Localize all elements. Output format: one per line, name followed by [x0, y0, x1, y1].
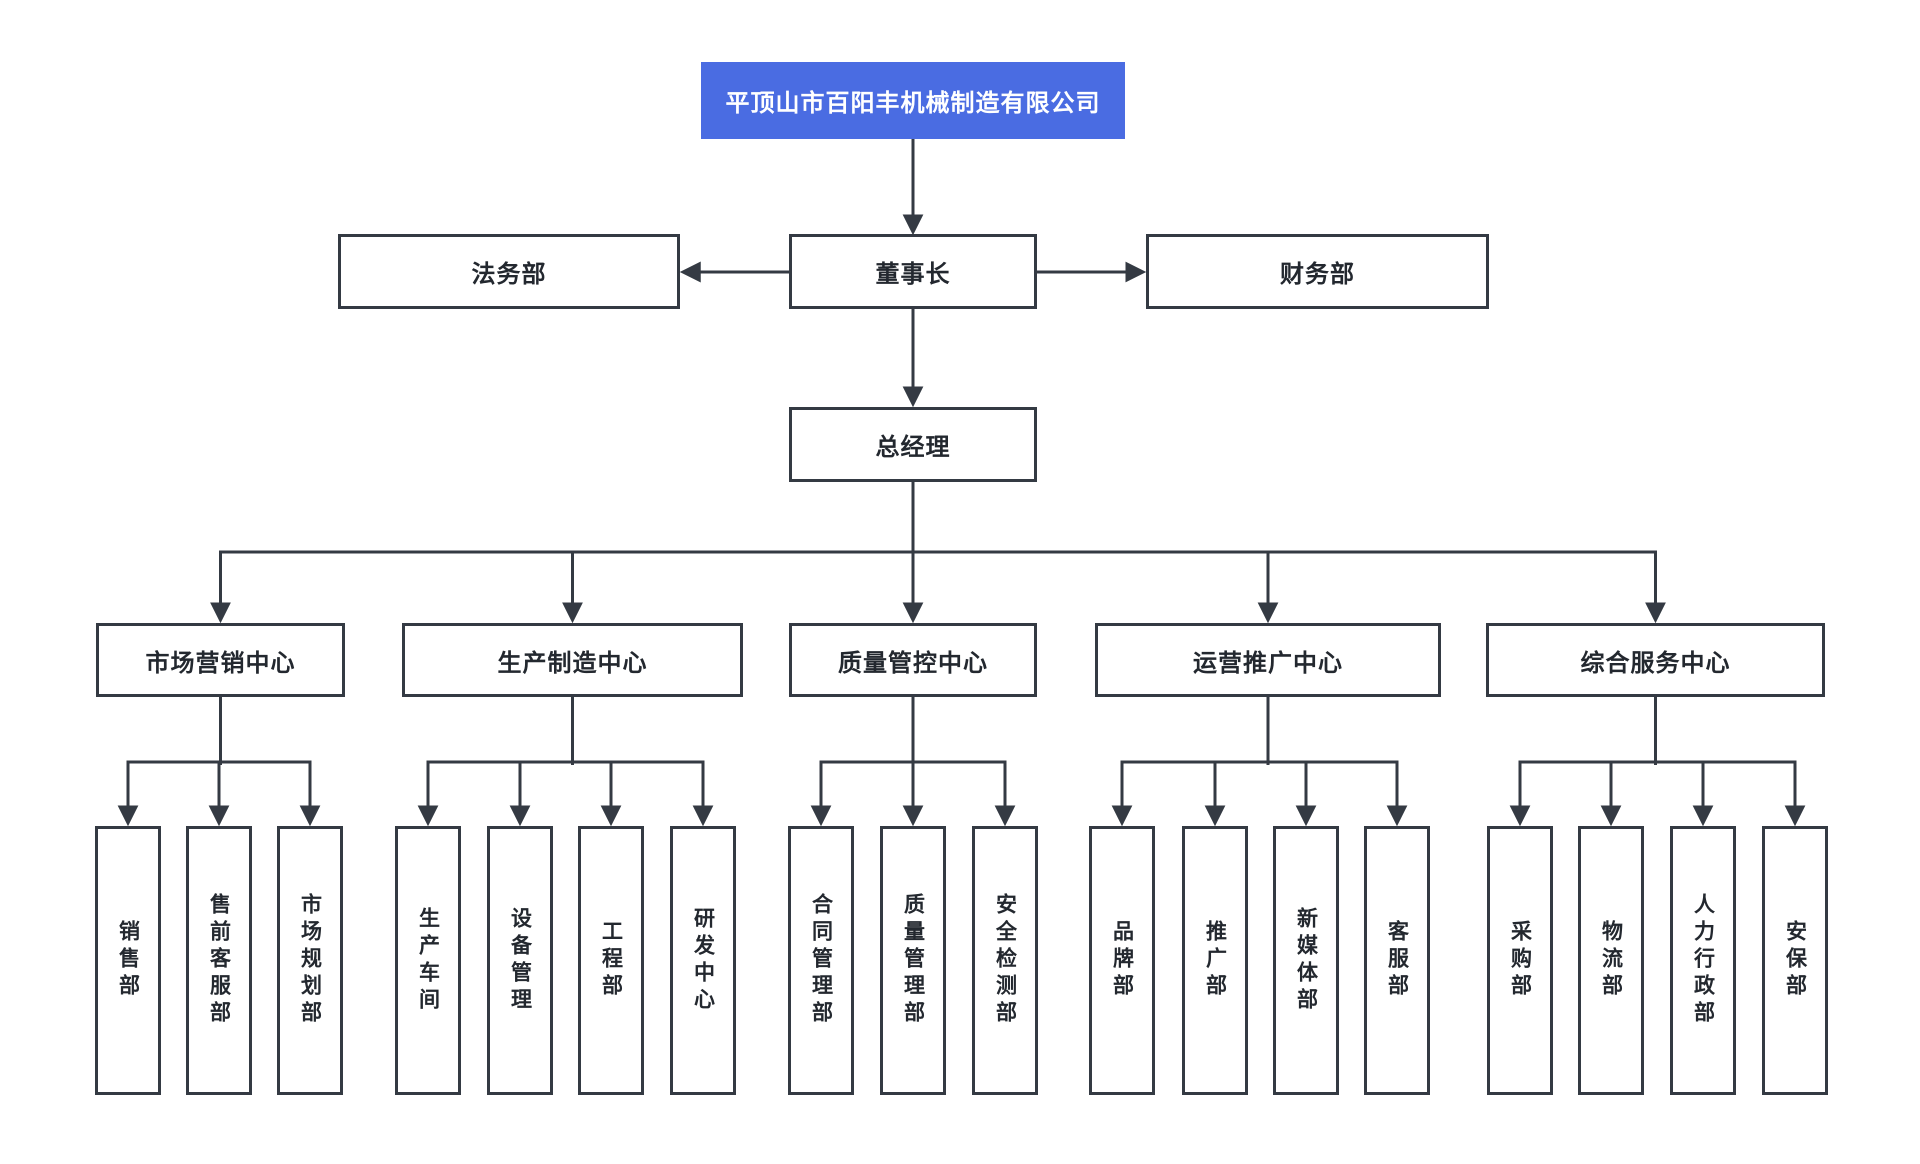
node-dept-engineering: 工程部	[578, 826, 644, 1095]
dept-production-workshop-label: 生产车间	[416, 906, 440, 1015]
dept-sales-label: 销售部	[116, 920, 140, 1001]
node-center-marketing: 市场营销中心	[96, 623, 345, 697]
node-dept-safety-inspection: 安全检测部	[972, 826, 1038, 1095]
node-center-production: 生产制造中心	[402, 623, 743, 697]
dept-brand-label: 品牌部	[1110, 920, 1134, 1001]
dept-engineering-label: 工程部	[599, 920, 623, 1001]
dept-contract-management-label: 合同管理部	[809, 893, 833, 1028]
node-dept-presales-service: 售前客服部	[186, 826, 252, 1095]
node-dept-equipment-management: 设备管理	[487, 826, 553, 1095]
node-dept-procurement: 采购部	[1487, 826, 1553, 1095]
node-dept-quality-management: 质量管理部	[880, 826, 946, 1095]
node-dept-promotion: 推广部	[1182, 826, 1248, 1095]
finance-dept-label: 财务部	[1280, 261, 1355, 288]
node-dept-new-media: 新媒体部	[1273, 826, 1339, 1095]
node-dept-production-workshop: 生产车间	[395, 826, 461, 1095]
node-dept-brand: 品牌部	[1089, 826, 1155, 1095]
node-chairman: 董事长	[789, 234, 1037, 309]
dept-procurement-label: 采购部	[1508, 920, 1532, 1001]
company-root-label: 平顶山市百阳丰机械制造有限公司	[725, 90, 1101, 117]
node-finance-dept: 财务部	[1146, 234, 1489, 309]
node-dept-contract-management: 合同管理部	[788, 826, 854, 1095]
center-production-label: 生产制造中心	[497, 649, 648, 677]
legal-dept-label: 法务部	[471, 261, 547, 288]
node-center-quality: 质量管控中心	[789, 623, 1037, 697]
dept-logistics-label: 物流部	[1599, 920, 1623, 1001]
node-dept-customer-service: 客服部	[1364, 826, 1430, 1095]
dept-rd-center-label: 研发中心	[691, 906, 715, 1015]
center-operations-label: 运营推广中心	[1193, 649, 1343, 677]
dept-promotion-label: 推广部	[1203, 920, 1227, 1001]
node-dept-sales: 销售部	[95, 826, 161, 1095]
node-dept-security: 安保部	[1762, 826, 1828, 1095]
dept-safety-inspection-label: 安全检测部	[993, 893, 1017, 1028]
node-center-operations: 运营推广中心	[1095, 623, 1441, 697]
center-quality-label: 质量管控中心	[838, 649, 988, 677]
dept-quality-management-label: 质量管理部	[901, 893, 925, 1028]
node-center-services: 综合服务中心	[1486, 623, 1825, 697]
dept-security-label: 安保部	[1783, 920, 1807, 1001]
dept-hr-admin-label: 人力行政部	[1691, 893, 1715, 1028]
node-company-root: 平顶山市百阳丰机械制造有限公司	[701, 62, 1125, 139]
center-services-label: 综合服务中心	[1580, 649, 1731, 677]
chairman-label: 董事长	[875, 261, 951, 288]
node-dept-hr-admin: 人力行政部	[1670, 826, 1736, 1095]
dept-presales-service-label: 售前客服部	[207, 893, 231, 1028]
node-legal-dept: 法务部	[338, 234, 680, 309]
dept-equipment-management-label: 设备管理	[508, 906, 532, 1015]
dept-new-media-label: 新媒体部	[1294, 906, 1318, 1015]
dept-customer-service-label: 客服部	[1385, 920, 1409, 1001]
node-dept-rd-center: 研发中心	[670, 826, 736, 1095]
node-dept-market-planning: 市场规划部	[277, 826, 343, 1095]
node-general-manager: 总经理	[789, 407, 1037, 482]
center-marketing-label: 市场营销中心	[145, 649, 296, 677]
general-manager-label: 总经理	[875, 434, 951, 461]
dept-market-planning-label: 市场规划部	[298, 893, 322, 1028]
node-dept-logistics: 物流部	[1578, 826, 1644, 1095]
